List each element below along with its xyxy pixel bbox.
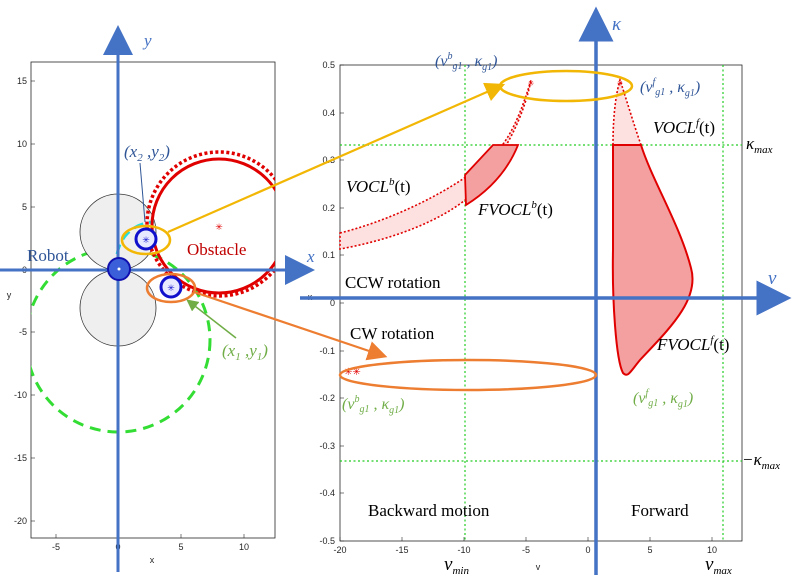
kappa-max-label: κmax (746, 134, 773, 156)
left-plot: 15 10 5 0 -5 -10 -15 -20 -5 0 5 10 x y (0, 25, 315, 572)
vocl-backward-label: VOCLb(t) (346, 176, 411, 196)
v-min-label: vmin (444, 554, 469, 577)
backward-motion-label: Backward motion (368, 501, 490, 520)
left-axis-y-name: y (142, 31, 152, 50)
bottom-backward-marker: ✳✳ (344, 367, 361, 378)
fvocl-forward-region (611, 144, 694, 376)
right-xtick-m10: -10 (457, 545, 470, 555)
right-xtick-m15: -15 (395, 545, 408, 555)
right-ytick-m0.3: -0.3 (319, 441, 335, 451)
point2-circle (134, 227, 158, 251)
obstacle-center-marker: ✳ (215, 222, 223, 232)
point2-label: (x2 ,y2) (124, 142, 170, 164)
right-ytick-0.2: 0.2 (322, 203, 335, 213)
cw-rotation-label: CW rotation (350, 324, 435, 343)
right-plot: 0.5 0.4 0.3 0.2 0.1 0 -0.1 -0.2 -0.3 -0.… (167, 6, 792, 577)
peak-backward-marker: ✳ (528, 79, 535, 88)
point2-marker: ✳ (142, 235, 150, 245)
fvocl-backward-region (464, 144, 520, 207)
right-xtick-m20: -20 (333, 545, 346, 555)
left-xtick-m5: -5 (52, 542, 60, 552)
right-ytick-m0.2: -0.2 (319, 393, 335, 403)
gold-connector-arrow (167, 82, 506, 234)
fvocl-backward-label: FVOCLb(t) (477, 199, 553, 219)
left-xtick-10: 10 (239, 542, 249, 552)
robot-label: Robot (27, 246, 69, 265)
right-axis-v-name: v (768, 268, 777, 289)
right-ytick-0.1: 0.1 (322, 250, 335, 260)
left-ylabel: y (7, 290, 12, 300)
right-xtick-5: 5 (647, 545, 652, 555)
goal-backward-top-label: (vbg1 , κg1) (435, 51, 497, 73)
left-ytick-m10: -10 (14, 390, 27, 400)
obstacle-label: Obstacle (187, 240, 246, 259)
right-ytick-0.3: 0.3 (322, 155, 335, 165)
right-ytick-m0.1: -0.1 (319, 346, 335, 356)
left-ytick-5: 5 (22, 202, 27, 212)
left-ytick-15: 15 (17, 76, 27, 86)
point1-circle (159, 275, 183, 299)
right-ytick-m0.5: -0.5 (319, 536, 335, 546)
right-ytick-0.5: 0.5 (322, 60, 335, 70)
point1-label: (x1 ,y1) (222, 341, 268, 363)
right-y-ticks: 0.5 0.4 0.3 0.2 0.1 0 -0.1 -0.2 -0.3 -0.… (319, 60, 344, 546)
right-xtick-10: 10 (707, 545, 717, 555)
limit-lines (340, 65, 742, 541)
left-xlabel: x (150, 555, 155, 565)
obstacle-dotted-circle (145, 150, 275, 298)
robot-center-dot (117, 267, 121, 271)
right-xtick-0: 0 (585, 545, 590, 555)
goal-forward-bottom-label: (vfg1 , κg1) (633, 388, 693, 410)
peak-forward-marker: ✳ (617, 79, 624, 88)
goal-forward-top-label: (vfg1 , κg1) (640, 77, 700, 99)
orange-connector-arrow (193, 290, 388, 361)
gold-highlight-ellipse-left (120, 224, 172, 256)
orange-highlight-ellipse-left (145, 272, 197, 304)
left-ytick-m5: -5 (19, 327, 27, 337)
left-ytick-m20: -20 (14, 516, 27, 526)
v-max-label: vmax (705, 554, 732, 577)
left-axis-x-name: x (306, 247, 315, 266)
vocl-forward-label: VOCLf(t) (653, 117, 715, 137)
ccw-rotation-label: CCW rotation (345, 273, 441, 292)
vocl-forward-region (612, 77, 643, 146)
orange-highlight-ellipse-right (338, 358, 598, 392)
forward-label: Forward (631, 501, 689, 520)
right-xtick-m5: -5 (522, 545, 530, 555)
goal-backward-bottom-label: (vbg1 , κg1) (342, 394, 404, 416)
right-ytick-m0.4: -0.4 (319, 488, 335, 498)
left-xtick-5: 5 (178, 542, 183, 552)
right-ytick-0: 0 (330, 298, 335, 308)
right-x-ticks: -20 -15 -10 -5 0 5 10 (333, 537, 717, 555)
neg-kappa-max-label: −κmax (742, 450, 780, 472)
right-axis-kappa-name: κ (612, 14, 622, 35)
point1-marker: ✳ (167, 283, 175, 293)
fvocl-forward-label: FVOCLf(t) (656, 334, 729, 354)
right-ytick-0.4: 0.4 (322, 108, 335, 118)
left-ytick-m15: -15 (14, 453, 27, 463)
left-ytick-10: 10 (17, 139, 27, 149)
right-xlabel: v (536, 562, 541, 572)
point1-arrow (186, 299, 237, 339)
point2-leader (139, 162, 146, 223)
